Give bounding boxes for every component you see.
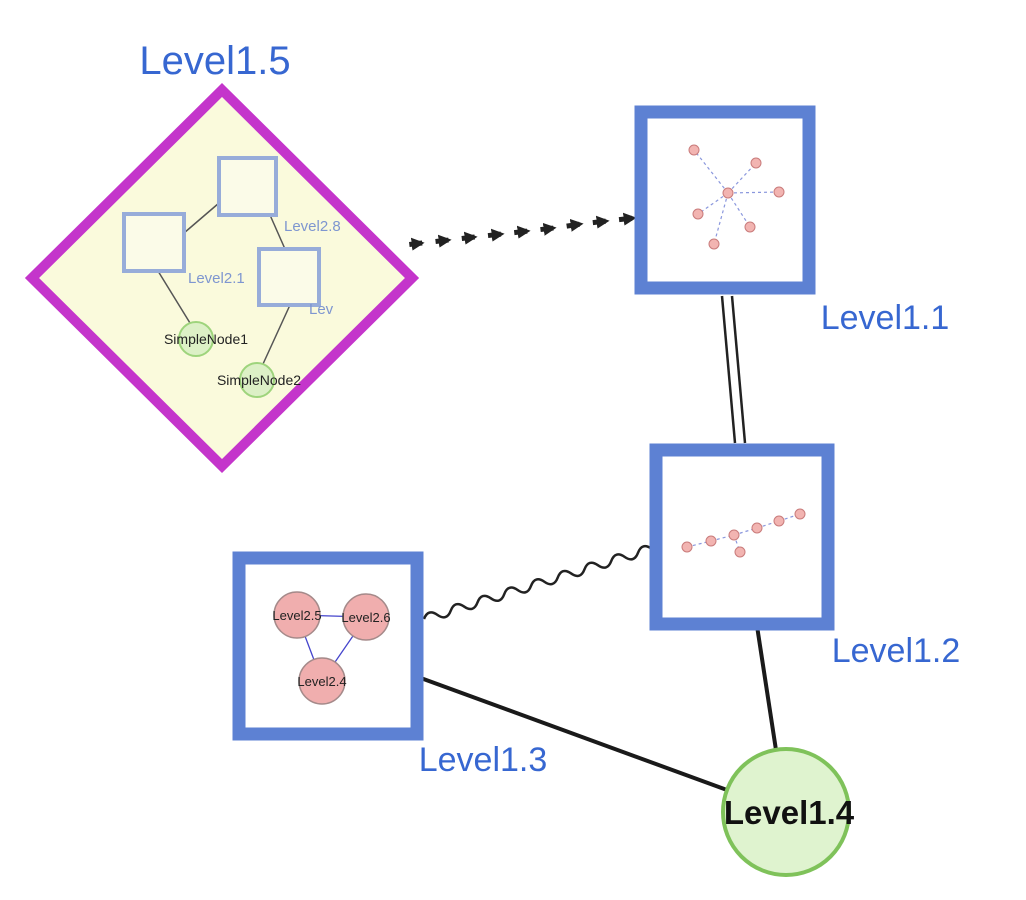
- mini-node[interactable]: [773, 186, 785, 198]
- label-level24: Level2.4: [297, 674, 346, 689]
- node-level2-truncated[interactable]: [257, 247, 321, 307]
- inner-edge-lev-simplenode2[interactable]: [262, 304, 291, 365]
- mini-node[interactable]: [722, 187, 734, 199]
- label-level2-truncated: Lev: [309, 301, 334, 318]
- mini-node[interactable]: [705, 535, 717, 547]
- label-level28: Level2.8: [284, 218, 341, 235]
- mini-node[interactable]: [750, 157, 762, 169]
- node-level13-group[interactable]: [232, 551, 424, 741]
- label-level26: Level2.6: [341, 610, 390, 625]
- level12-mini-graph: [681, 508, 806, 558]
- mini-edge[interactable]: [727, 192, 751, 228]
- node-simplenode2[interactable]: [239, 362, 275, 398]
- edge-line: [730, 295, 747, 444]
- mini-edge[interactable]: [727, 162, 757, 194]
- edge-level12-to-level14[interactable]: [755, 625, 778, 751]
- mini-node[interactable]: [744, 221, 756, 233]
- mini-edge[interactable]: [697, 192, 729, 215]
- mini-node[interactable]: [794, 508, 806, 520]
- mini-node[interactable]: [751, 522, 763, 534]
- label-simplenode2: SimpleNode2: [217, 372, 301, 388]
- mini-node[interactable]: [688, 144, 700, 156]
- edge-line: [720, 295, 737, 444]
- level11-mini-graph: [688, 144, 785, 250]
- label-level14: Level1.4: [724, 794, 855, 831]
- mini-node[interactable]: [773, 515, 785, 527]
- node-simplenode1[interactable]: [178, 321, 214, 357]
- label-level21: Level2.1: [188, 270, 245, 287]
- label-level13: Level1.3: [419, 741, 548, 779]
- inner-edge-level21-level28[interactable]: [183, 202, 220, 234]
- inner-edge-level28-lev[interactable]: [269, 214, 286, 250]
- mini-edge[interactable]: [713, 192, 729, 245]
- inner-edge-level21-simplenode1[interactable]: [157, 270, 191, 324]
- edge-level11-to-level12[interactable]: [720, 295, 747, 444]
- label-level25: Level2.5: [272, 608, 321, 623]
- node-level11-group[interactable]: [634, 105, 816, 295]
- wavy-edge-path: [422, 544, 653, 620]
- node-level24[interactable]: [298, 657, 346, 705]
- label-level11: Level1.1: [821, 299, 950, 337]
- node-level25[interactable]: [273, 591, 321, 639]
- edge-level15-to-level11[interactable]: [395, 212, 637, 251]
- mini-node[interactable]: [681, 541, 693, 553]
- mini-node[interactable]: [728, 529, 740, 541]
- label-level12: Level1.2: [832, 632, 961, 670]
- node-level14[interactable]: [721, 747, 851, 877]
- node-level21[interactable]: [122, 212, 186, 273]
- mini-node[interactable]: [708, 238, 720, 250]
- label-level15: Level1.5: [139, 39, 290, 83]
- mini-node[interactable]: [734, 546, 746, 558]
- edge-level13-to-level14[interactable]: [417, 675, 728, 792]
- node-level26[interactable]: [342, 593, 390, 641]
- mini-edge[interactable]: [727, 191, 780, 194]
- label-simplenode1: SimpleNode1: [164, 331, 248, 347]
- node-level28[interactable]: [217, 156, 278, 217]
- node-level15-diamond[interactable]: [24, 82, 420, 474]
- edge-level13-to-level12[interactable]: [422, 544, 653, 623]
- mini-node[interactable]: [692, 208, 704, 220]
- node-level12-group[interactable]: [649, 443, 835, 631]
